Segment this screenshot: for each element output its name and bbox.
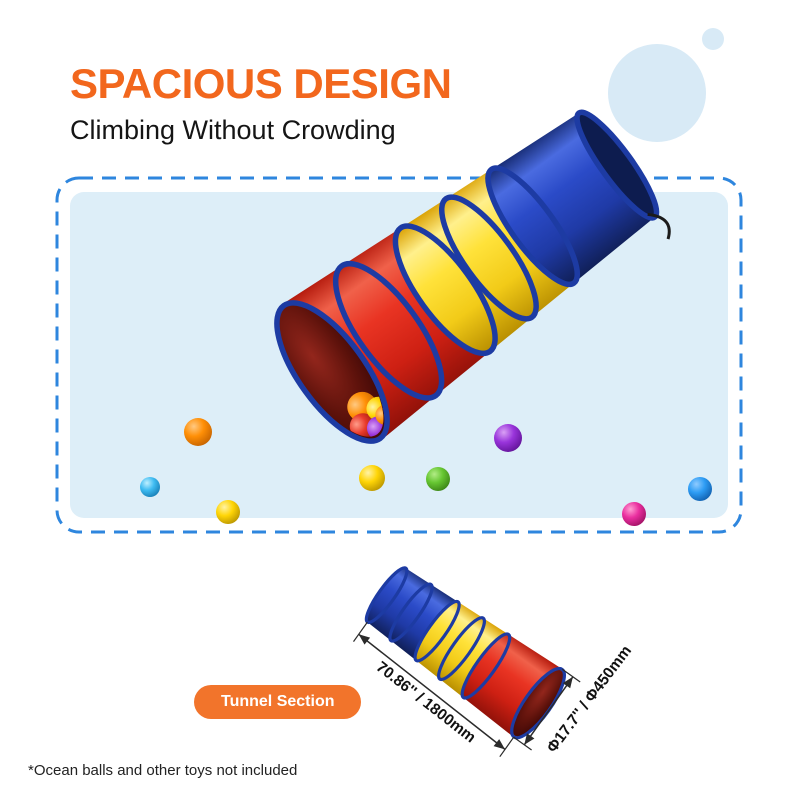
decor-circle-large [608,44,706,142]
ocean-ball [622,502,646,526]
main-tunnel-illustration [274,109,671,444]
dimension-tunnel-illustration [364,566,566,740]
diameter-dimension-line [513,668,581,751]
decor-circle-small [702,28,724,50]
page-subtitle: Climbing Without Crowding [70,115,396,146]
ocean-ball [216,500,240,524]
tunnel-far-end [577,111,658,218]
header: SPACIOUS DESIGN Climbing Without Crowdin… [70,60,452,146]
page-title: SPACIOUS DESIGN [70,60,452,107]
ocean-ball [140,477,160,497]
tunnel-rings [274,109,660,444]
tunnel-section-blue [488,112,655,285]
display-panel-border [55,176,743,534]
ocean-ball [359,465,385,491]
ocean-ball [688,477,712,501]
length-dimension-line [353,621,515,758]
scattered-ocean-balls [140,418,712,526]
disclaimer-note: *Ocean balls and other toys not included [28,762,298,779]
tunnel-opening [512,669,564,737]
tunnel-section-badge: Tunnel Section [194,685,362,719]
ocean-ball [426,467,450,491]
ocean-ball [494,424,522,452]
tunnel-section-red [462,633,563,738]
ocean-ball [184,418,212,446]
tunnel-end-strap [647,212,671,240]
